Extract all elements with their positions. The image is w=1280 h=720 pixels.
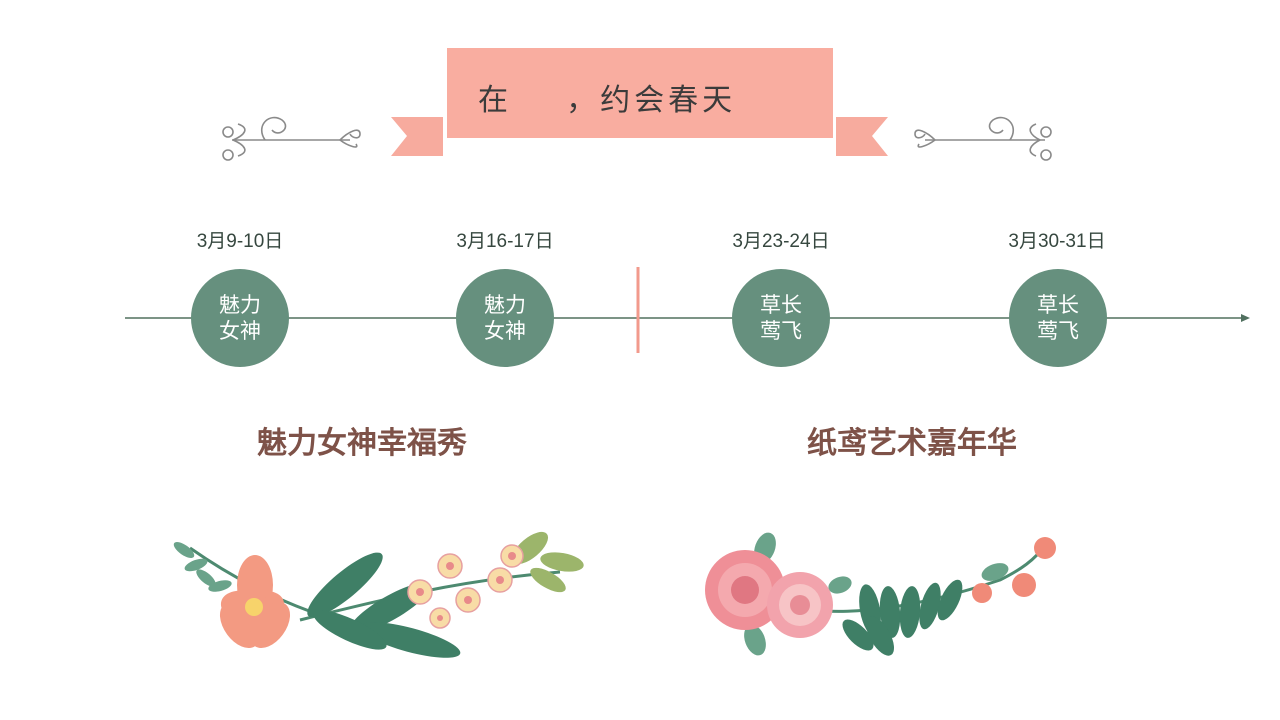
timeline-date-2: 3月16-17日	[456, 231, 554, 252]
banner-title: 在 ，约会春天	[478, 83, 737, 118]
timeline-node-4: 草长 莺飞	[1009, 269, 1107, 367]
event-title-1: 魅力女神幸福秀	[257, 426, 467, 461]
banner: 在 ，约会春天	[0, 0, 1280, 170]
timeline-node-text-top: 草长	[760, 293, 802, 317]
timeline-date-3: 3月23-24日	[732, 231, 830, 252]
floral-garland-icon	[173, 531, 584, 658]
timeline-node-text-bottom: 莺飞	[760, 319, 802, 343]
flourish-icon	[914, 116, 1052, 161]
ribbon-tail-left	[391, 117, 443, 156]
timeline-node-2: 魅力 女神	[456, 269, 554, 367]
timeline-node-text-top: 魅力	[219, 293, 261, 317]
flourish-icon	[222, 116, 361, 161]
timeline-node-1: 魅力 女神	[191, 269, 289, 367]
timeline-node-text-top: 魅力	[484, 293, 526, 317]
banner-ribbon	[447, 48, 833, 138]
event-title-2: 纸鸢艺术嘉年华	[807, 426, 1017, 461]
timeline-arrow-icon	[1241, 314, 1250, 322]
timeline-node-text-bottom: 女神	[219, 319, 261, 343]
rose-garland-icon	[705, 532, 1056, 656]
ribbon-tail-right	[836, 117, 888, 156]
timeline-node-text-top: 草长	[1037, 293, 1079, 317]
timeline-node-3: 草长 莺飞	[732, 269, 830, 367]
timeline-date-4: 3月30-31日	[1008, 231, 1106, 252]
timeline-node-text-bottom: 女神	[484, 319, 526, 343]
timeline-node-text-bottom: 莺飞	[1037, 319, 1079, 343]
timeline-date-1: 3月9-10日	[196, 231, 284, 252]
